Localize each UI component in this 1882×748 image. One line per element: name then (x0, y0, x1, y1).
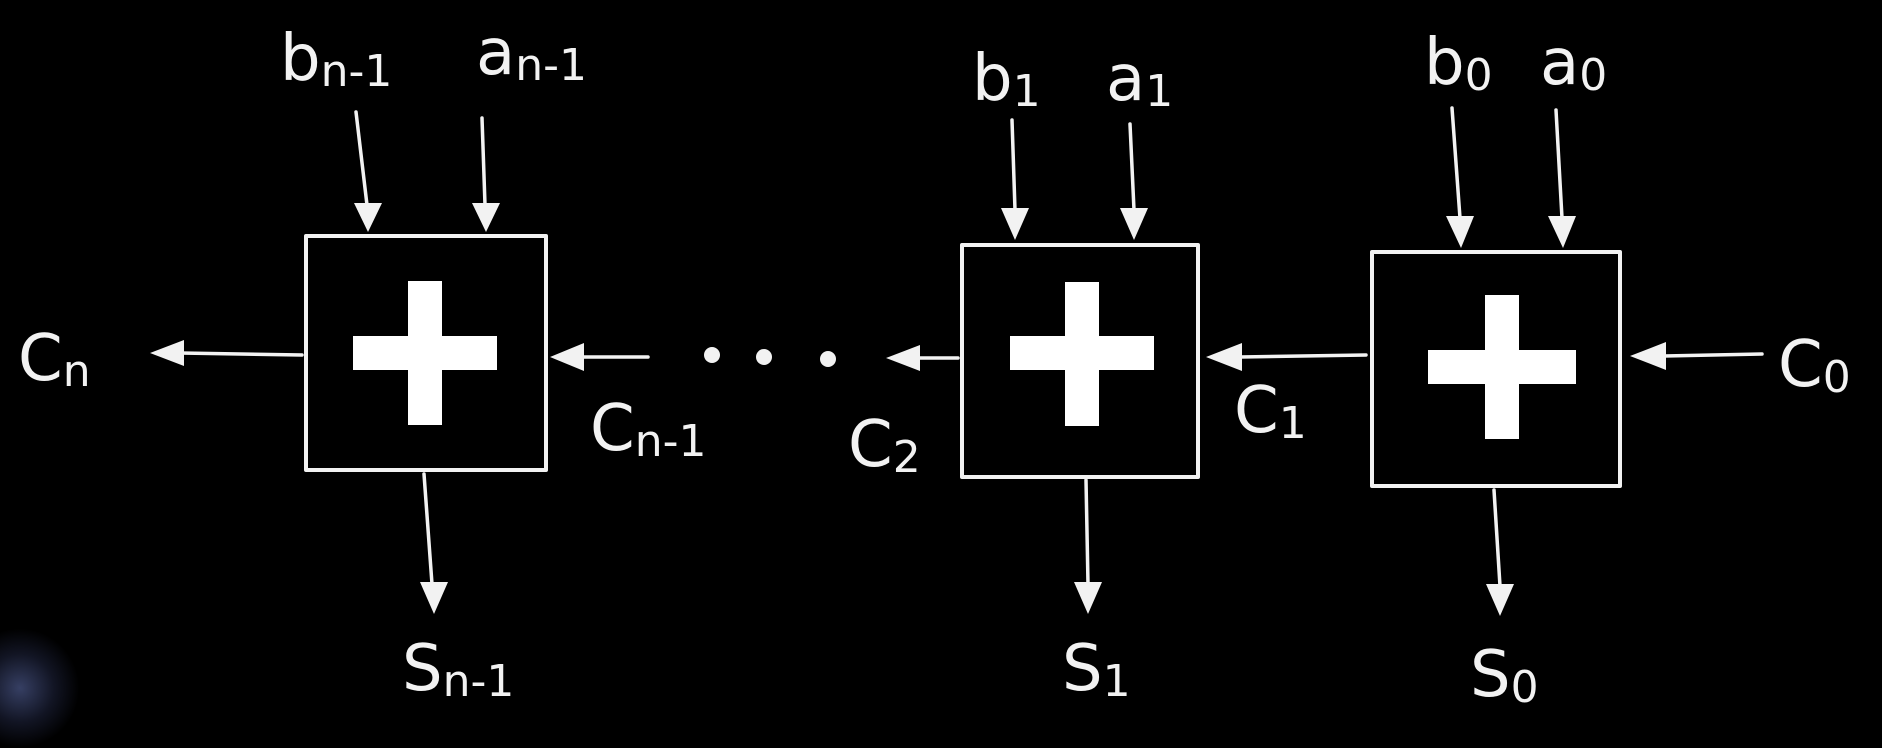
wire-b-n-1 (354, 110, 382, 232)
label-c-n-1: Cn-1 (590, 392, 706, 467)
label-c-0: C0 (1778, 328, 1851, 403)
label-b-1: b1 (972, 42, 1041, 117)
plus-symbol (1428, 295, 1576, 439)
wire-a-1 (1120, 122, 1148, 240)
label-s-n-1: Sn-1 (402, 632, 514, 707)
plus-symbol (353, 281, 497, 425)
wire-b-0 (1446, 106, 1474, 248)
label-c-n: Cn (18, 322, 91, 397)
label-c-2: C2 (848, 408, 921, 483)
ellipsis-text: • • • (700, 341, 703, 343)
adder-box (1370, 250, 1622, 488)
label-s-0: S0 (1470, 638, 1539, 708)
wire-s-0 (1486, 488, 1514, 616)
wire-c-2 (886, 345, 960, 371)
label-a-0: a0 (1540, 26, 1607, 101)
wire-s-n-1 (420, 472, 448, 614)
wire-a-n-1 (472, 116, 500, 232)
plus-symbol (1010, 282, 1154, 426)
label-s-1: S1 (1062, 632, 1131, 707)
wire-c-n (150, 340, 304, 366)
label-c-1: C1 (1234, 374, 1307, 449)
wire-a-0 (1548, 108, 1576, 248)
adder-block-1 (960, 243, 1200, 479)
wire-b-1 (1001, 118, 1029, 240)
adder-block-n-1 (304, 234, 548, 472)
wire-c-n-1 (550, 343, 650, 371)
adder-box (304, 234, 548, 472)
label-a-1: a1 (1106, 42, 1173, 117)
adder-block-0 (1370, 250, 1622, 488)
wire-s-1 (1074, 478, 1102, 614)
wire-c-1 (1206, 343, 1368, 371)
label-b-n-1: bn-1 (280, 22, 392, 97)
wire-c-0 (1630, 342, 1764, 370)
ripple-carry-adder-diagram: bn-1 an-1 Sn-1 Cn Cn-1 b1 a1 S1 C2 C1 b0… (18, 16, 1851, 708)
label-a-n-1: an-1 (476, 16, 587, 91)
adder-box (960, 243, 1200, 479)
label-b-0: b0 (1424, 26, 1493, 101)
ellipsis-dots (704, 347, 836, 367)
